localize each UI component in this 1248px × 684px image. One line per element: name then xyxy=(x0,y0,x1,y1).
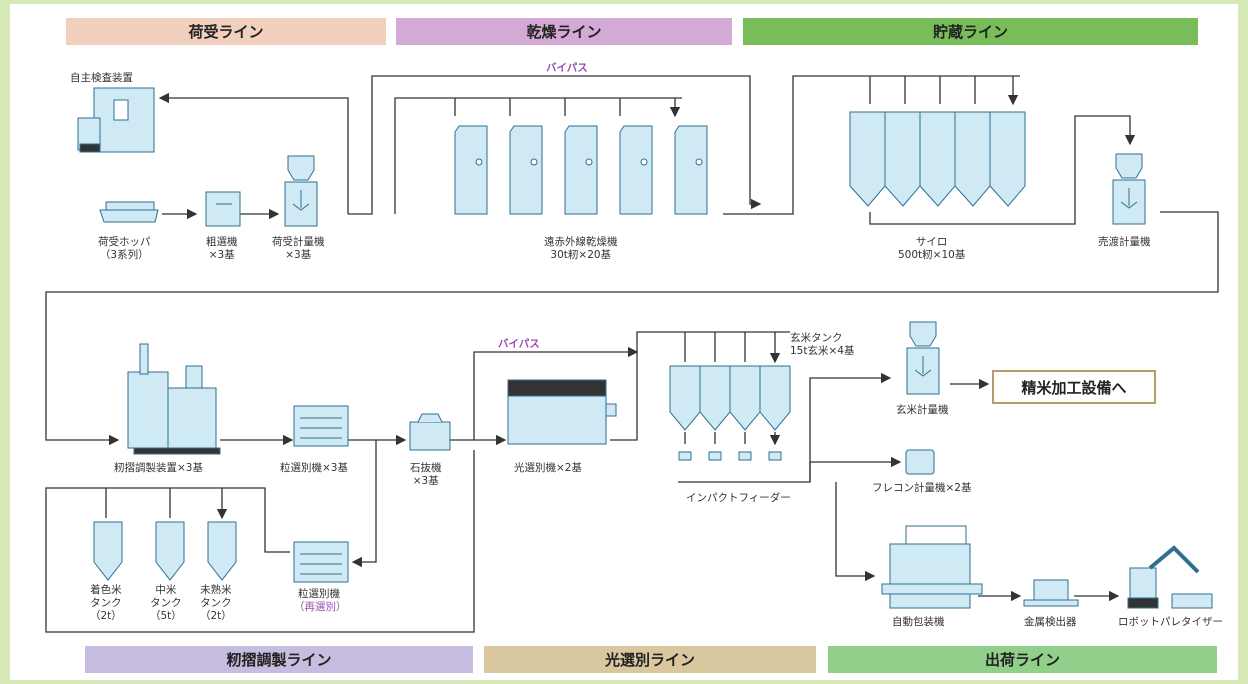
line-to-flexcon xyxy=(809,456,902,482)
label-rough-sorter: 粗選機 ×3基 xyxy=(206,236,238,261)
line-dryer-feed xyxy=(394,97,682,214)
label-brown-tank: 玄米タンク 15t玄米×4基 xyxy=(790,332,855,357)
label-robot-palletizer: ロボットパレタイザー xyxy=(1118,616,1223,628)
line-resorter-to-tanks xyxy=(45,450,475,633)
line-to-packer xyxy=(835,482,876,582)
line-to-resorter xyxy=(351,440,377,568)
dryers xyxy=(454,125,708,215)
to-polishing-box: 精米加工設備へ xyxy=(992,370,1156,404)
line-dryers-to-silo xyxy=(723,75,1020,215)
bypass-mid xyxy=(473,346,639,440)
band-shipping: 出荷ライン xyxy=(828,646,1217,673)
grain-sorter xyxy=(293,405,349,447)
rough-sorter xyxy=(205,191,241,227)
flow-lines xyxy=(45,75,1219,633)
metal-detector xyxy=(1023,579,1079,607)
label-self-inspection: 自主検査装置 xyxy=(70,72,133,84)
label-grain-sorter: 粒選別機×3基 xyxy=(280,462,348,474)
line-scale-to-drying xyxy=(348,75,762,215)
label-metal-detector: 金属検出器 xyxy=(1024,616,1077,628)
silo-drops xyxy=(869,76,1013,104)
label-hopper: 荷受ホッパ （3系列） xyxy=(98,236,151,261)
label-huller: 籾摺調製装置×3基 xyxy=(114,462,203,474)
impact-drops xyxy=(684,432,775,444)
brown-rice-tanks xyxy=(669,365,791,431)
label-colored-tank: 着色米 タンク （2t） xyxy=(90,584,122,622)
line-optical-to-tank xyxy=(610,331,790,441)
band-drying: 乾燥ライン xyxy=(396,18,732,45)
line-silo-to-sale xyxy=(869,115,1136,225)
band-storage: 貯蔵ライン xyxy=(743,18,1198,45)
auto-packer xyxy=(881,525,983,609)
band-hulling: 籾摺調製ライン xyxy=(85,646,473,673)
label-silo: サイロ 500t籾×10基 xyxy=(898,236,966,261)
resorter xyxy=(293,541,349,583)
sale-scale xyxy=(1112,153,1146,225)
label-sale-scale: 売渡計量機 xyxy=(1098,236,1151,248)
self-inspection-device xyxy=(77,87,155,153)
flexcon-scale xyxy=(905,449,935,475)
receiving-hopper xyxy=(99,201,159,223)
label-flexcon-scale: フレコン計量機×2基 xyxy=(872,482,972,494)
flow-diagram: 荷受ライン 乾燥ライン 貯蔵ライン 籾摺調製ライン 光選別ライン 出荷ライン xyxy=(10,4,1238,680)
line-feeder-out xyxy=(678,372,892,483)
brown-tank-drops xyxy=(684,332,775,362)
label-impact-feeder: インパクトフィーダー xyxy=(686,492,791,504)
line-sale-to-huller xyxy=(45,211,1219,446)
silos xyxy=(849,111,1026,207)
optical-sorter xyxy=(507,379,617,445)
label-immature-tank: 未熟米 タンク （2t） xyxy=(200,584,232,622)
dryer-drops xyxy=(454,98,675,116)
diagram-svg xyxy=(45,75,1219,633)
label-auto-packer: 自動包装機 xyxy=(892,616,945,628)
tank-drops xyxy=(105,488,222,518)
stone-remover xyxy=(409,413,451,451)
receiving-scale xyxy=(284,155,318,227)
robot-palletizer xyxy=(1127,545,1213,609)
label-optical-sorter: 光選別機×2基 xyxy=(514,462,582,474)
impact-feeders xyxy=(678,451,782,461)
bypass-middle-label: バイパス xyxy=(498,338,540,350)
equipment xyxy=(77,87,1213,609)
huller xyxy=(127,343,221,455)
bypass-top-label: バイパス xyxy=(546,62,588,74)
band-optical: 光選別ライン xyxy=(484,646,816,673)
label-receiving-scale: 荷受計量機 ×3基 xyxy=(272,236,325,261)
label-medium-tank: 中米 タンク （5t） xyxy=(150,584,182,622)
sort-tanks xyxy=(93,521,237,581)
band-receiving: 荷受ライン xyxy=(66,18,386,45)
label-dryer: 遠赤外線乾燥機 30t籾×20基 xyxy=(544,236,618,261)
label-resorter-note: （再選別） xyxy=(294,601,347,613)
label-stone-remover: 石抜機 ×3基 xyxy=(410,462,442,487)
brown-rice-scale xyxy=(906,321,940,395)
label-brown-scale: 玄米計量機 xyxy=(896,404,949,416)
arrow-scale-to-inspection xyxy=(158,92,349,214)
label-resorter: 粒選別機 xyxy=(298,588,340,600)
